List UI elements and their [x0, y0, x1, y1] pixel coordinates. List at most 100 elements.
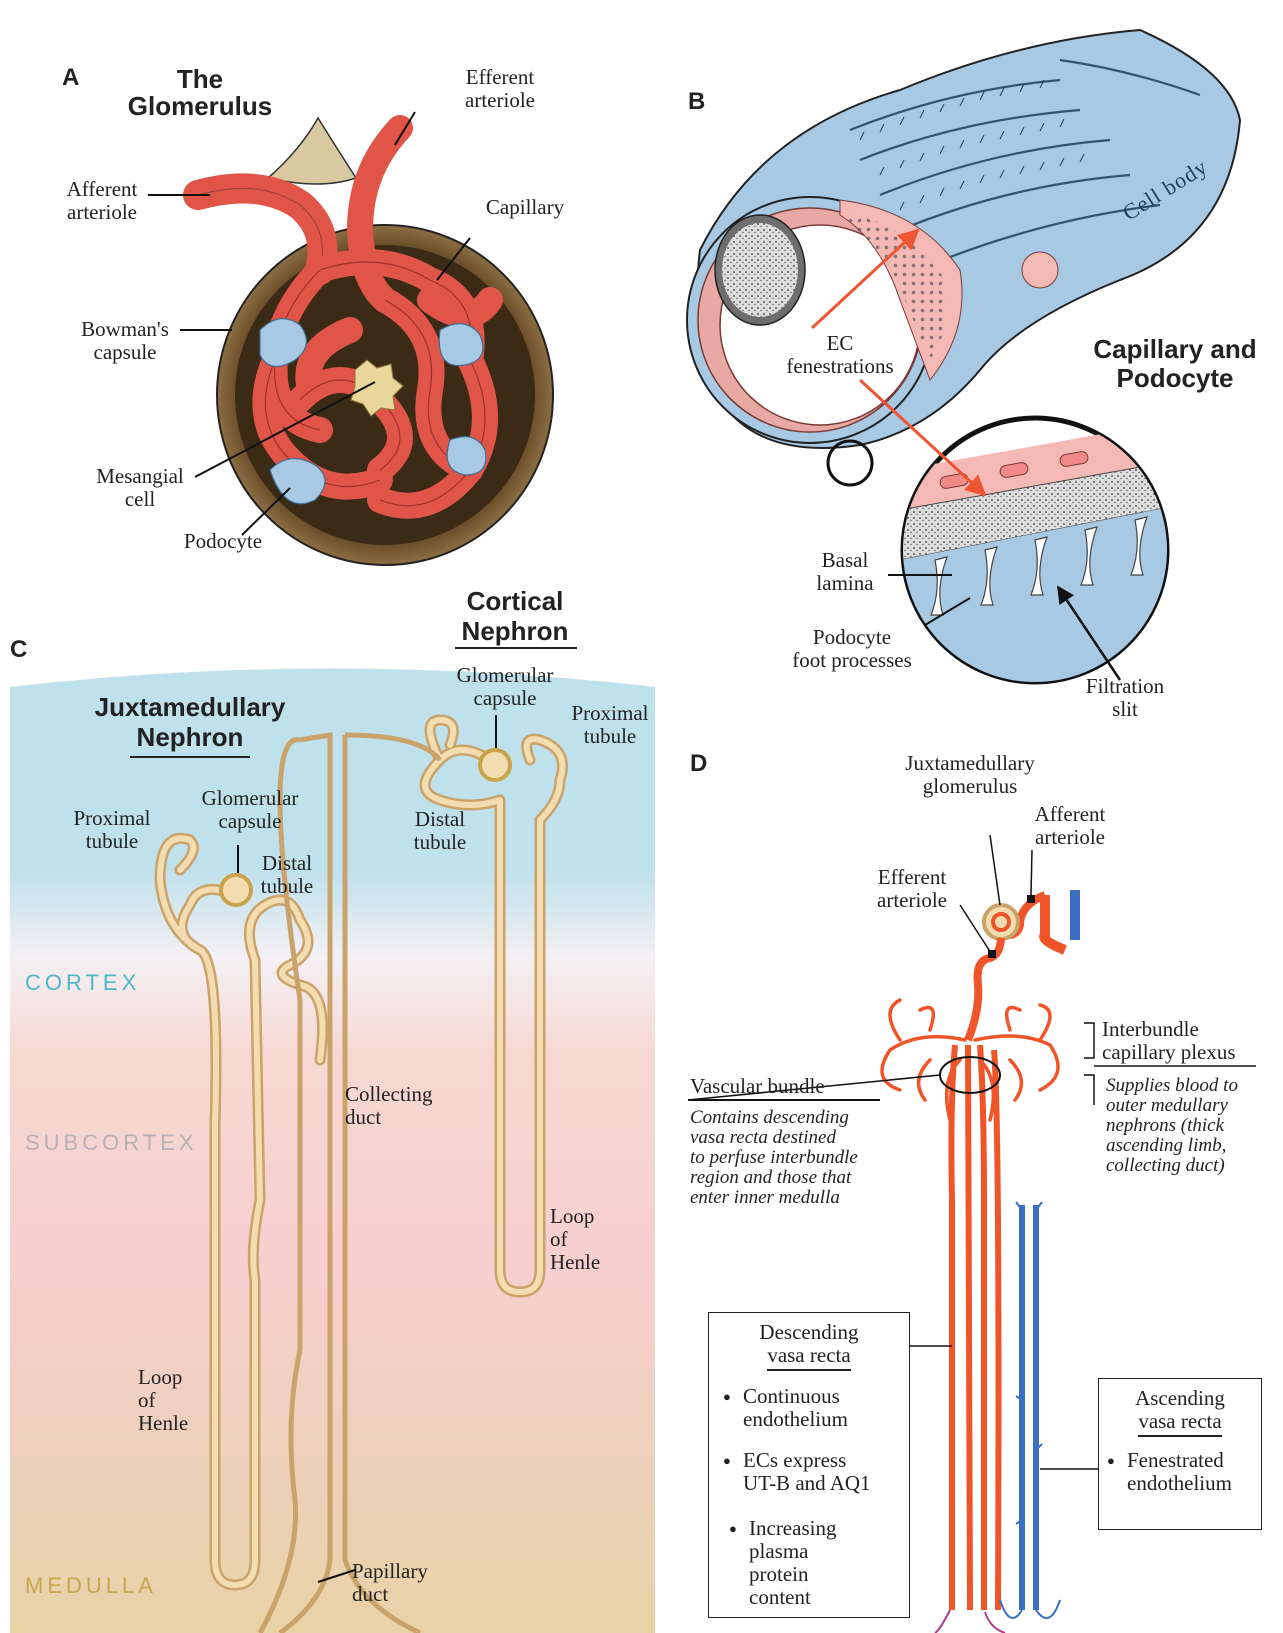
capillary-label: Capillary — [470, 196, 580, 219]
panel-b-title: Capillary and Podocyte — [1070, 335, 1280, 393]
filtration-slit-label: Filtration slit — [1070, 675, 1180, 721]
ascending-bullet-1: Fenestrated endothelium — [1127, 1449, 1232, 1495]
avr-b1-line2: endothelium — [1127, 1472, 1232, 1495]
ibn-line5: collecting duct) — [1106, 1156, 1276, 1176]
bowmans-line1: Bowman's — [65, 318, 185, 341]
ib-line2: capillary plexus — [1102, 1041, 1272, 1064]
dvr-b3-line3: protein — [749, 1563, 836, 1586]
afferent-line2: arteriole — [52, 201, 152, 224]
ib-line1: Interbundle — [1102, 1018, 1272, 1041]
mesangial-line2: cell — [85, 488, 195, 511]
foot-line2: foot processes — [777, 649, 927, 672]
vascular-bundle-title: Vascular bundle — [690, 1075, 890, 1098]
slit-line2: slit — [1070, 698, 1180, 721]
basal-line1: Basal — [805, 549, 885, 572]
jg-line2: glomerulus — [890, 775, 1050, 798]
panel-a-title-line1: The — [110, 66, 290, 93]
jlh-line1: Loop — [138, 1366, 218, 1389]
descending-bullet-3: Increasing plasma protein content — [749, 1517, 836, 1609]
vbn-line3: to perfuse interbundle — [690, 1148, 910, 1168]
cdt-line2: tubule — [400, 831, 480, 854]
jpt-line2: tubule — [62, 830, 162, 853]
da-line1: Afferent — [1020, 803, 1120, 826]
mesangial-line1: Mesangial — [85, 465, 195, 488]
jdt-line2: tubule — [252, 875, 322, 898]
descending-bullet-2: ECs express UT-B and AQ1 — [743, 1449, 871, 1495]
foot-line1: Podocyte — [777, 626, 927, 649]
interbundle-title: Interbundle capillary plexus — [1102, 1018, 1272, 1064]
juxta-title-line1: Juxtamedullary — [70, 692, 310, 722]
ibn-line3: nephrons (thick — [1106, 1116, 1276, 1136]
ibn-line2: outer medullary — [1106, 1096, 1276, 1116]
cd-line1: Collecting — [345, 1083, 455, 1106]
podocyte-label: Podocyte — [168, 530, 278, 553]
cortex-zone-label: CORTEX — [25, 970, 140, 996]
jgc-line1: Glomerular — [185, 787, 315, 810]
dvr-b2-line1: ECs express — [743, 1449, 871, 1472]
medulla-zone-label: MEDULLA — [25, 1573, 157, 1599]
d-afferent-arteriole-label: Afferent arteriole — [1020, 803, 1120, 849]
efferent-line2: arteriole — [450, 89, 550, 112]
jlh-line3: Henle — [138, 1412, 218, 1435]
basal-lamina-label: Basal lamina — [805, 549, 885, 595]
cdt-line1: Distal — [400, 808, 480, 831]
afferent-arteriole-label: Afferent arteriole — [52, 178, 152, 224]
cortical-nephron-title: Cortical Nephron — [440, 586, 590, 646]
d-efferent-arteriole-label: Efferent arteriole — [862, 866, 962, 912]
glomerulus-illustration — [148, 112, 553, 565]
avr-title-line1: Ascending — [1099, 1387, 1261, 1410]
panel-d-letter: D — [690, 750, 707, 778]
dvr-b1-line2: endothelium — [743, 1408, 848, 1431]
efferent-line1: Efferent — [450, 66, 550, 89]
vbn-line4: region and those that — [690, 1168, 910, 1188]
descending-bullet-1: Continuous endothelium — [743, 1385, 848, 1431]
podocyte-foot-processes-label: Podocyte foot processes — [777, 626, 927, 672]
descending-vasa-recta-box: Descending vasa recta Continuous endothe… — [708, 1312, 910, 1618]
ec-fenestrations-label: EC fenestrations — [765, 332, 915, 378]
vbn-line1: Contains descending — [690, 1108, 910, 1128]
collecting-duct-label: Collecting duct — [345, 1083, 455, 1129]
jdt-line1: Distal — [252, 852, 322, 875]
juxta-loop-of-henle-label: Loop of Henle — [138, 1366, 218, 1435]
cortical-title-line1: Cortical — [440, 586, 590, 616]
dvr-b3-line4: content — [749, 1586, 836, 1609]
bowmans-capsule-label: Bowman's capsule — [65, 318, 185, 364]
juxta-glomerular-capsule-label: Glomerular capsule — [185, 787, 315, 833]
de-line2: arteriole — [862, 889, 962, 912]
juxtamedullary-nephron-title: Juxtamedullary Nephron — [70, 692, 310, 752]
vbn-line5: enter inner medulla — [690, 1188, 910, 1208]
pd-line2: duct — [352, 1583, 452, 1606]
descending-title: Descending vasa recta — [709, 1321, 909, 1371]
juxtamedullary-glomerulus-label: Juxtamedullary glomerulus — [890, 752, 1050, 798]
panel-a-title-line2: Glomerulus — [110, 93, 290, 120]
dvr-b3-line2: plasma — [749, 1540, 836, 1563]
cgc-line2: capsule — [440, 687, 570, 710]
de-line1: Efferent — [862, 866, 962, 889]
efferent-arteriole-label: Efferent arteriole — [450, 66, 550, 112]
mesangial-cell-label: Mesangial cell — [85, 465, 195, 511]
slit-line1: Filtration — [1070, 675, 1180, 698]
jgc-line2: capsule — [185, 810, 315, 833]
panel-b-title-line2: Podocyte — [1070, 364, 1280, 393]
ascending-title: Ascending vasa recta — [1099, 1387, 1261, 1437]
vascular-bundle-note: Contains descending vasa recta destined … — [690, 1108, 910, 1208]
cortical-proximal-tubule-label: Proximal tubule — [560, 702, 660, 748]
juxta-title-line2: Nephron — [70, 722, 310, 752]
jlh-line2: of — [138, 1389, 218, 1412]
jg-line1: Juxtamedullary — [890, 752, 1050, 775]
ascending-vasa-recta-box: Ascending vasa recta Fenestrated endothe… — [1098, 1378, 1262, 1530]
subcortex-zone-label: SUBCORTEX — [25, 1130, 198, 1156]
clh-line3: Henle — [550, 1251, 630, 1274]
ec-line1: EC — [765, 332, 915, 355]
panel-a-title: The Glomerulus — [110, 66, 290, 120]
afferent-line1: Afferent — [52, 178, 152, 201]
juxta-distal-tubule-label: Distal tubule — [252, 852, 322, 898]
bowmans-line2: capsule — [65, 341, 185, 364]
panel-b-title-line1: Capillary and — [1070, 335, 1280, 364]
avr-b1-line1: Fenestrated — [1127, 1449, 1232, 1472]
vbn-line2: vasa recta destined — [690, 1128, 910, 1148]
da-line2: arteriole — [1020, 826, 1120, 849]
clh-line2: of — [550, 1228, 630, 1251]
dvr-b2-line2: UT-B and AQ1 — [743, 1472, 871, 1495]
dvr-b3-line1: Increasing — [749, 1517, 836, 1540]
